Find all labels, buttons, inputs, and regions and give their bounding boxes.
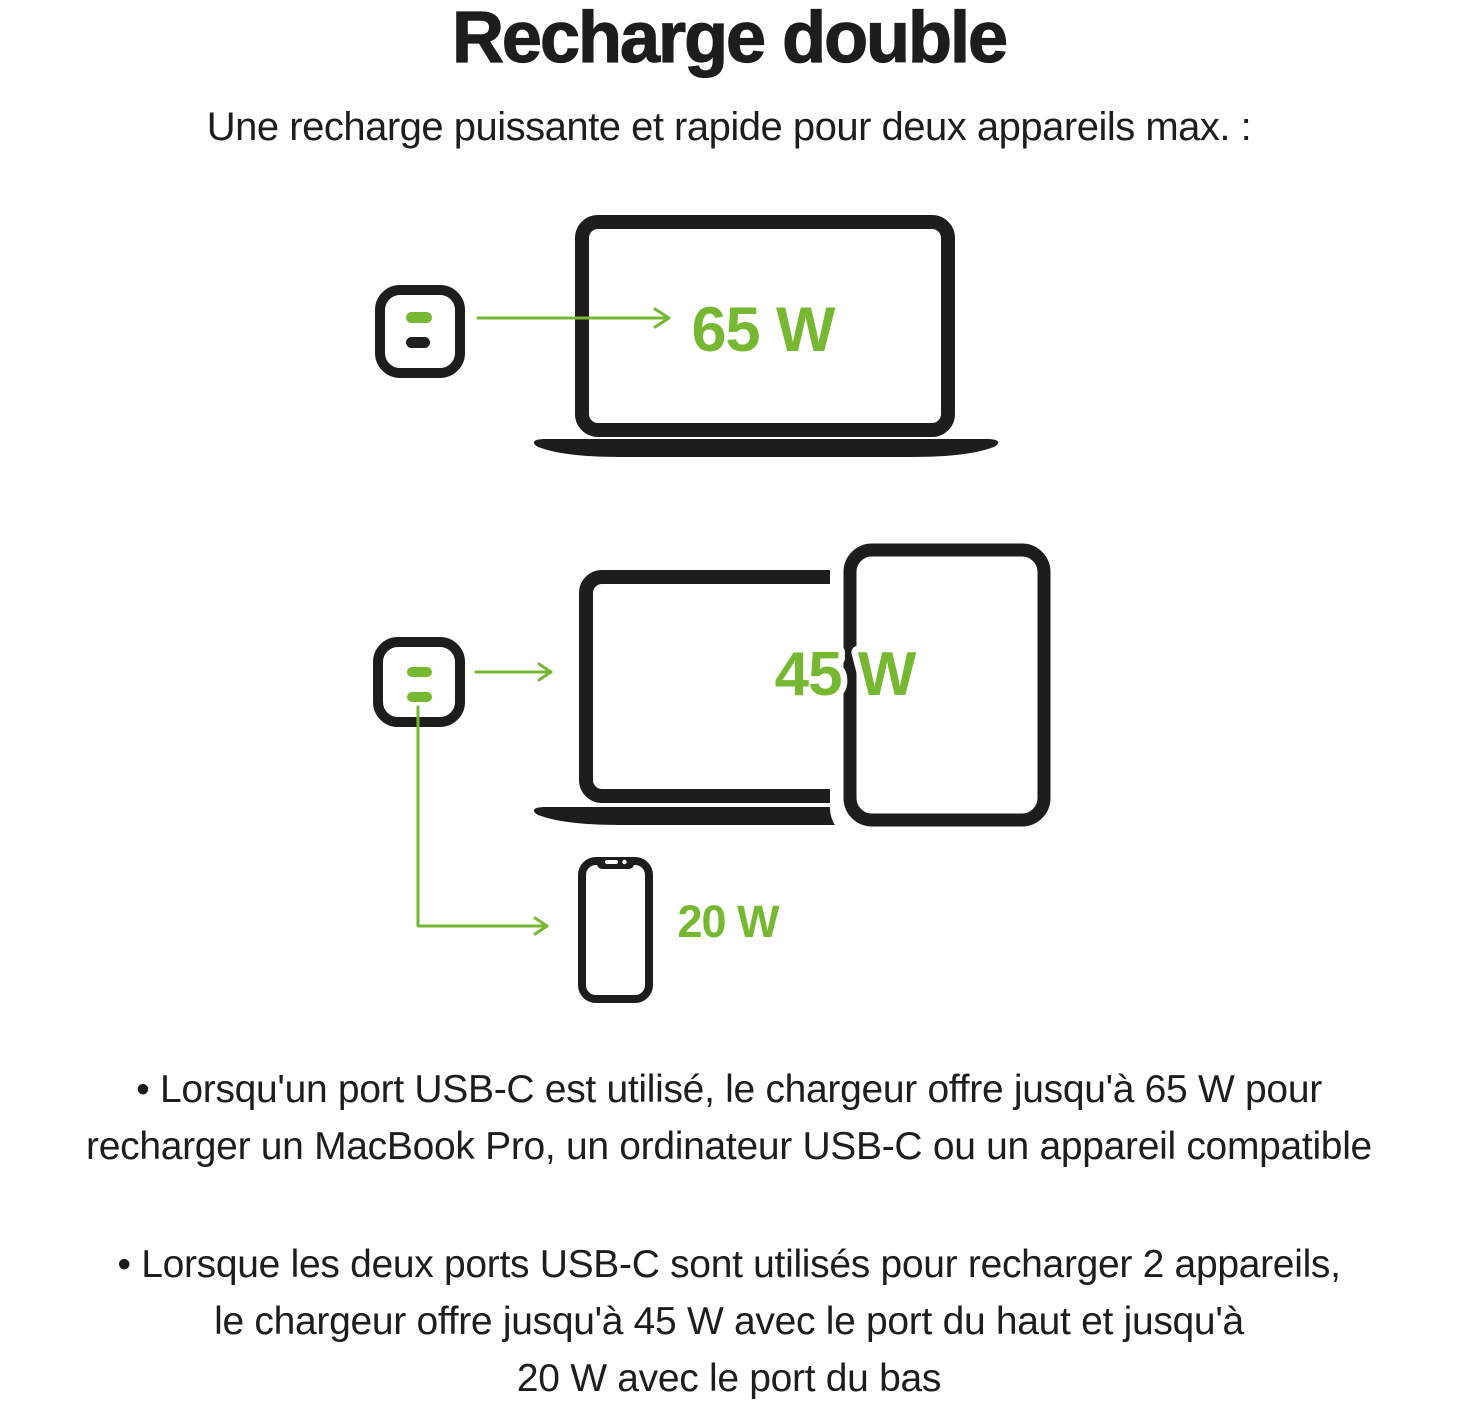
page-title: Recharge double (451, 0, 1008, 79)
charger-port-bottom-active (407, 692, 432, 702)
bullet-line: recharger un MacBook Pro, un ordinateur … (86, 1125, 1372, 1168)
phone-icon (578, 857, 653, 1003)
charger-port-top-active (406, 312, 432, 323)
bullet-line: • Lorsqu'un port USB-C est utilisé, le c… (136, 1068, 1322, 1111)
bullet-line: le chargeur offre jusqu'à 45 W avec le p… (214, 1300, 1244, 1343)
phone-camera-dot (622, 859, 627, 865)
arrow-right-icon (476, 307, 671, 329)
dual-port-scenario: 45 W 20 W (373, 530, 1063, 1003)
bullet-line: • Lorsque les deux ports USB-C sont util… (117, 1243, 1341, 1286)
tablet-icon (843, 543, 1051, 827)
phone-body (578, 857, 653, 1003)
watt-label-dual-laptop-tablet: 45 W (775, 640, 917, 709)
bullet-single-port: • Lorsqu'un port USB-C est utilisé, le c… (0, 1061, 1458, 1175)
bullet-dual-port: • Lorsque les deux ports USB-C sont util… (0, 1236, 1458, 1407)
bullet-line: 20 W avec le port du bas (516, 1357, 942, 1400)
page-subtitle: Une recharge puissante et rapide pour de… (206, 105, 1252, 149)
charger-port-top-active (407, 667, 432, 677)
laptop-base (533, 439, 999, 457)
watt-label-single-laptop: 65 W (691, 295, 836, 365)
wall-charger-icon (375, 285, 465, 378)
charger-port-bottom-inactive (406, 337, 430, 348)
arrow-right-icon (474, 662, 553, 682)
laptop-icon (533, 215, 999, 457)
watt-label-phone: 20 W (677, 896, 780, 947)
charger-body (375, 285, 465, 378)
charging-diagram: 65 W (373, 215, 1063, 1003)
elbow-arrow-icon (416, 705, 549, 936)
phone-speaker-slot (605, 860, 618, 864)
laptop-screen (575, 215, 955, 437)
single-port-scenario: 65 W (375, 215, 999, 457)
